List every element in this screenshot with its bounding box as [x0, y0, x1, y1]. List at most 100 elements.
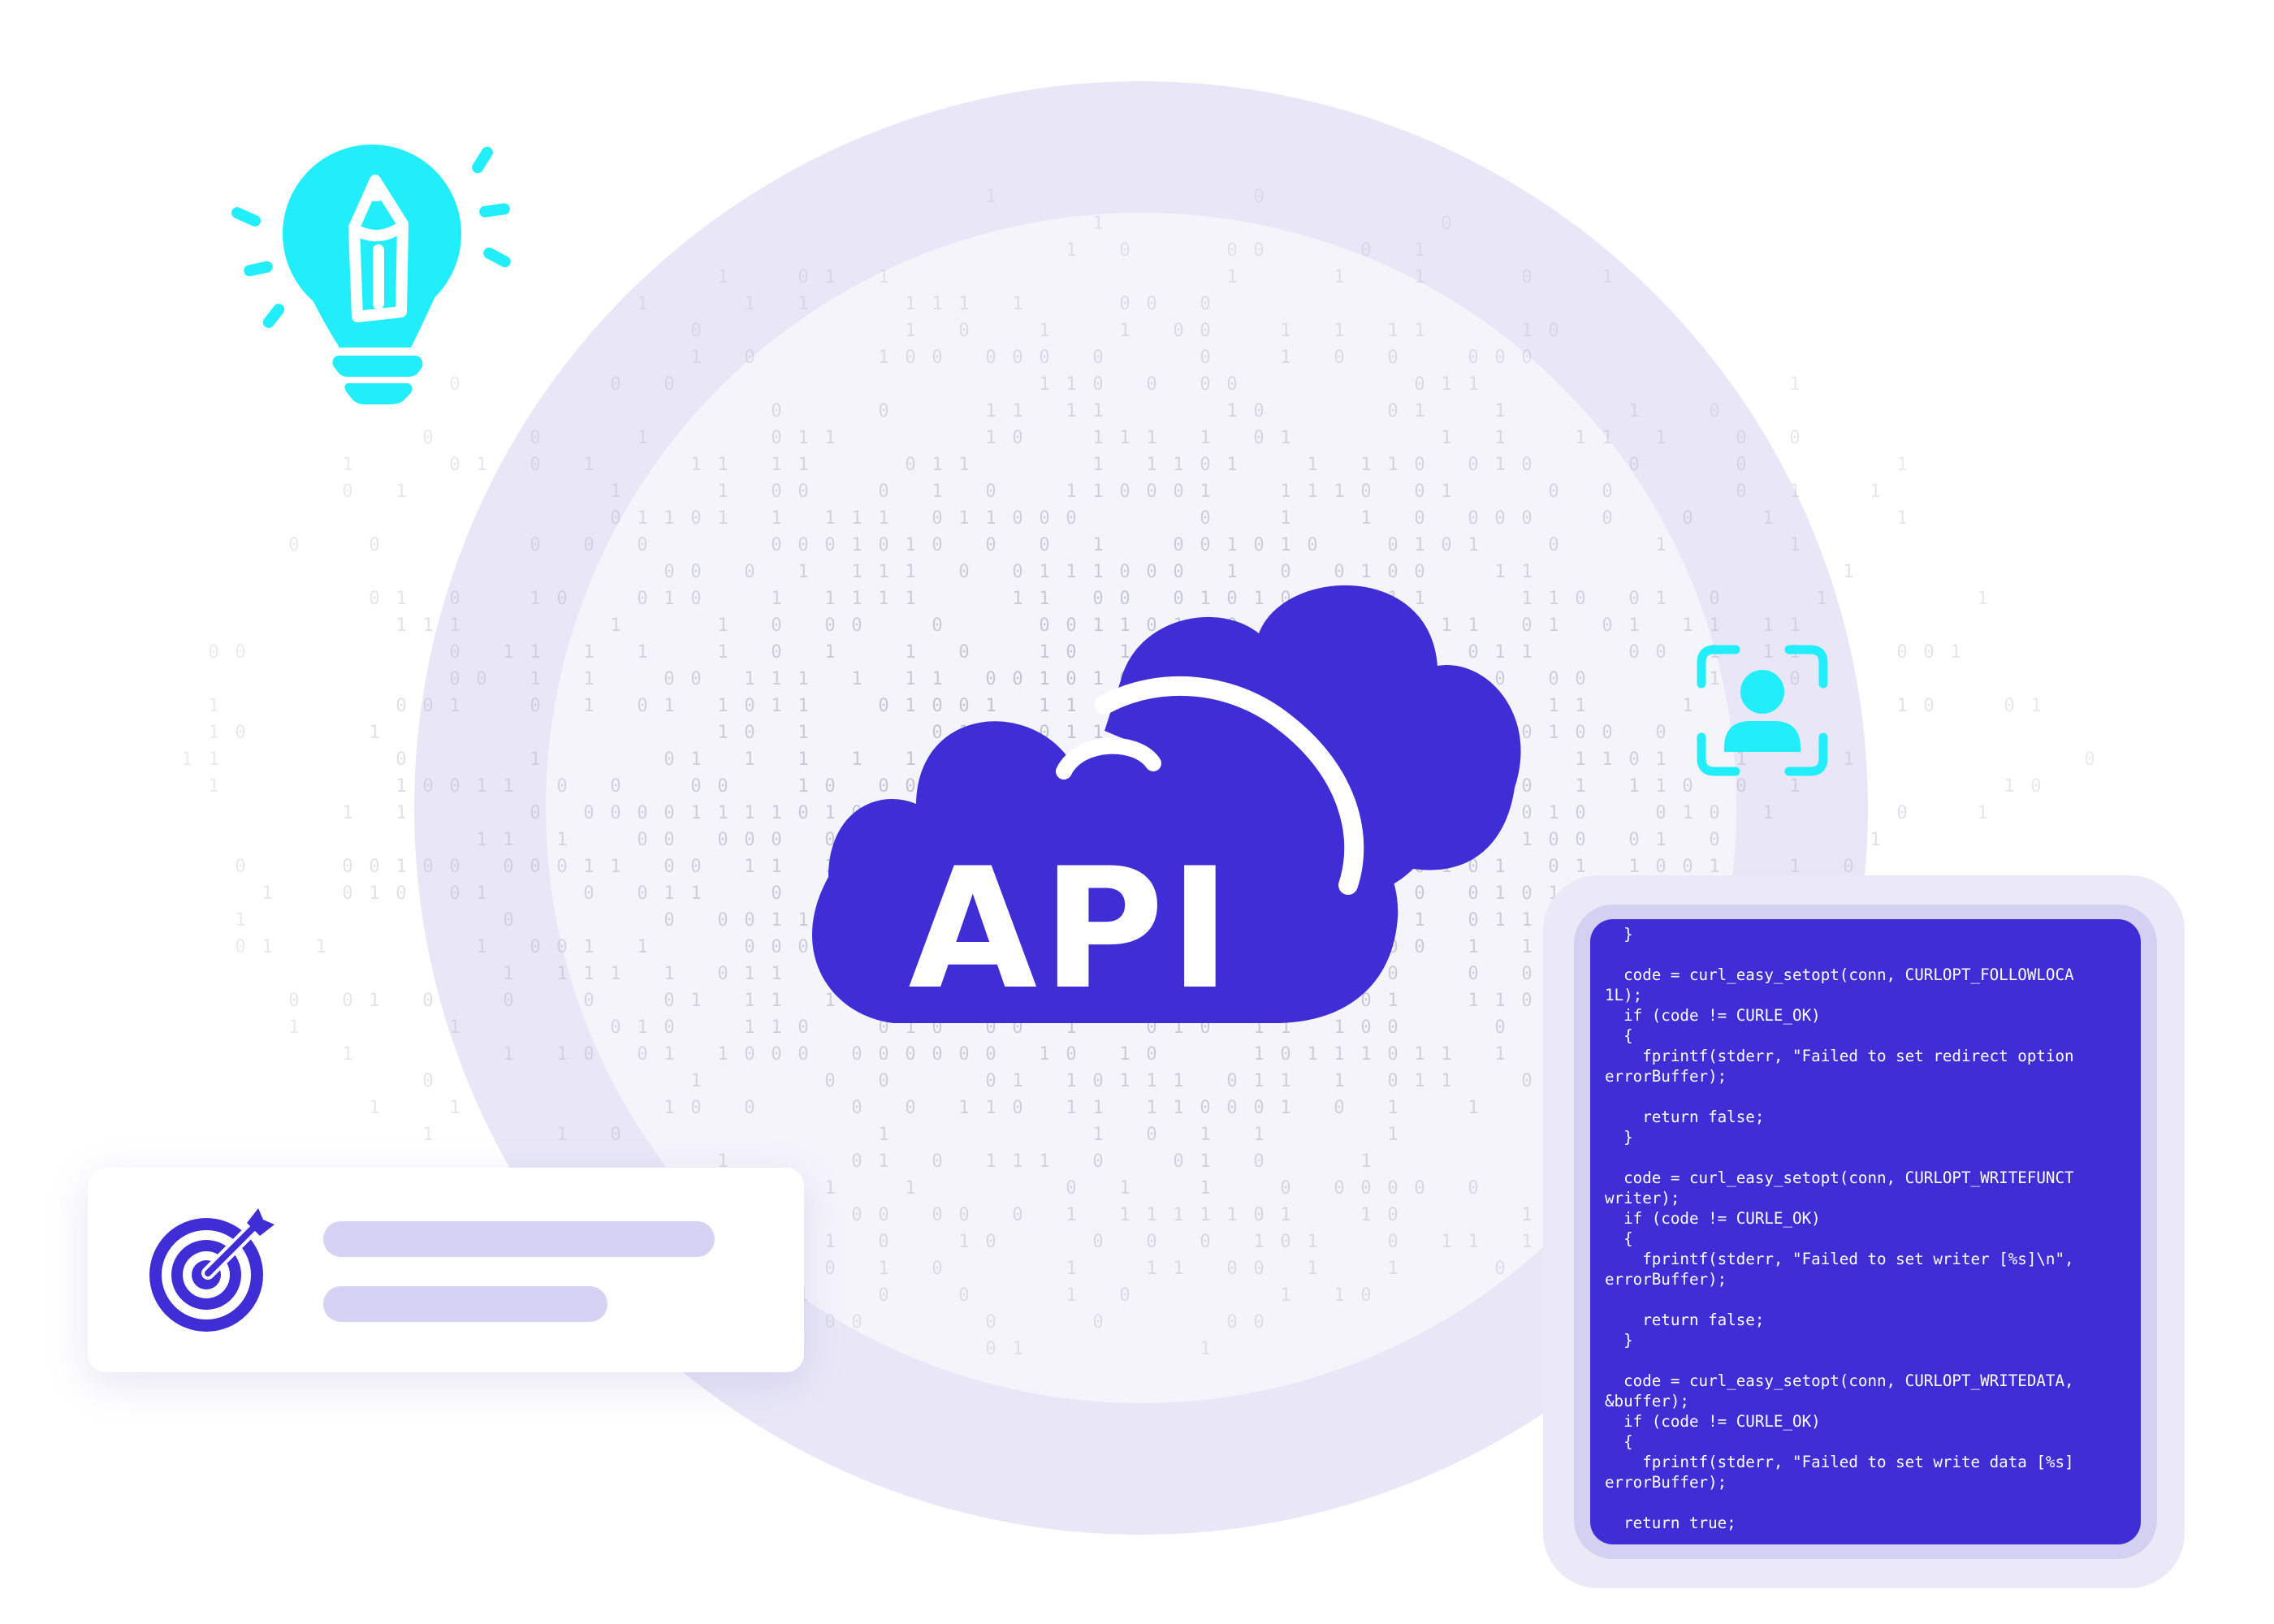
binary-digit: 0 [1066, 1178, 1076, 1199]
binary-digit: 0 [1468, 455, 1478, 475]
binary-digit: 1 [717, 696, 728, 716]
binary-digit: 0 [530, 937, 540, 957]
binary-digit: 1 [905, 749, 915, 770]
binary-digit: 1 [771, 991, 781, 1011]
binary-digit: 0 [824, 830, 835, 850]
binary-digit: 0 [985, 1071, 996, 1091]
binary-digit: 0 [932, 535, 942, 555]
binary-digit: 1 [824, 1178, 835, 1199]
binary-digit: 0 [235, 723, 245, 743]
binary-digit: 1 [1039, 1151, 1049, 1172]
binary-digit: 1 [556, 1125, 567, 1145]
binary-digit: 1 [1092, 455, 1103, 475]
api-label: API [908, 833, 1236, 1026]
binary-digit: 0 [985, 1339, 996, 1359]
binary-digit: 1 [1146, 428, 1156, 448]
binary-digit: 0 [369, 857, 379, 877]
binary-digit: 0 [744, 937, 754, 957]
binary-digit: 1 [1119, 615, 1130, 636]
binary-digit: 0 [1360, 991, 1371, 1011]
binary-digit: 1 [824, 991, 835, 1011]
binary-digit: 1 [1682, 696, 1693, 716]
binary-digit: 1 [1789, 776, 1800, 797]
binary-digit: 0 [1280, 1178, 1290, 1199]
binary-digit: 1 [744, 749, 754, 770]
binary-digit: 1 [1092, 428, 1103, 448]
binary-digit: 0 [1602, 723, 1612, 743]
binary-digit: 0 [958, 321, 969, 341]
binary-digit: 0 [744, 830, 754, 850]
binary-digit: 0 [449, 857, 460, 877]
binary-digit: 1 [637, 1017, 647, 1038]
binary-digit: 1 [1843, 562, 1853, 582]
binary-digit: 0 [932, 696, 942, 716]
binary-digit: 1 [905, 589, 915, 609]
binary-digit: 1 [2004, 776, 2014, 797]
binary-digit: 0 [610, 508, 620, 529]
binary-digit: 1 [1414, 1044, 1424, 1065]
binary-digit: 0 [556, 776, 567, 797]
binary-digit: 0 [1575, 830, 1585, 850]
binary-digit: 1 [1602, 267, 1612, 287]
binary-digit: 1 [1441, 1232, 1451, 1252]
binary-digit: 0 [556, 857, 567, 877]
target-icon [149, 1208, 275, 1332]
binary-digit: 1 [1066, 1098, 1076, 1118]
binary-digit: 0 [985, 1312, 996, 1332]
binary-digit: 1 [1494, 883, 1505, 904]
binary-digit: 1 [744, 803, 754, 823]
binary-digit: 1 [1548, 615, 1559, 636]
binary-digit: 1 [262, 937, 272, 957]
binary-digit: 0 [610, 1017, 620, 1038]
binary-digit: 0 [905, 455, 915, 475]
binary-digit: 0 [1226, 374, 1237, 395]
binary-digit: 0 [664, 830, 674, 850]
binary-digit: 0 [1253, 240, 1264, 261]
binary-digit: 0 [1602, 615, 1612, 636]
binary-digit: 0 [1521, 964, 1532, 984]
binary-digit: 1 [1494, 910, 1505, 931]
binary-digit: 0 [530, 535, 540, 555]
binary-digit: 0 [1334, 1098, 1344, 1118]
binary-digit: 1 [1521, 1205, 1532, 1225]
binary-digit: 1 [503, 964, 513, 984]
binary-digit: 1 [369, 991, 379, 1011]
binary-digit: 1 [1709, 857, 1719, 877]
binary-digit: 0 [208, 642, 218, 663]
binary-digit: 1 [583, 857, 594, 877]
binary-digit: 0 [1628, 749, 1639, 770]
binary-digit: 1 [583, 937, 594, 957]
binary-digit: 0 [1066, 615, 1076, 636]
binary-digit: 1 [1360, 508, 1371, 529]
binary-digit: 1 [208, 776, 218, 797]
binary-digit: 0 [1789, 669, 1800, 689]
binary-digit: 0 [1602, 508, 1612, 529]
binary-digit: 1 [878, 267, 888, 287]
binary-digit: 1 [1012, 589, 1022, 609]
binary-digit: 0 [2030, 776, 2041, 797]
binary-digit: 0 [1066, 642, 1076, 663]
binary-digit: 0 [878, 1044, 888, 1065]
binary-digit: 0 [1253, 535, 1264, 555]
binary-digit: 1 [932, 669, 942, 689]
binary-digit: 0 [664, 910, 674, 931]
binary-digit: 0 [1146, 615, 1156, 636]
binary-digit: 1 [798, 294, 808, 314]
binary-digit: 1 [1387, 321, 1398, 341]
binary-digit: 0 [1253, 401, 1264, 421]
binary-digit: 1 [1789, 535, 1800, 555]
binary-digit: 1 [422, 1125, 433, 1145]
binary-digit: 1 [449, 696, 460, 716]
binary-digit: 1 [1521, 910, 1532, 931]
binary-digit: 0 [530, 696, 540, 716]
binary-digit: 1 [744, 991, 754, 1011]
binary-digit: 1 [798, 455, 808, 475]
binary-digit: 1 [905, 642, 915, 663]
binary-digit: 1 [664, 508, 674, 529]
binary-digit: 1 [717, 723, 728, 743]
binary-digit: 1 [1789, 482, 1800, 502]
binary-digit: 1 [771, 589, 781, 609]
binary-digit: 1 [798, 749, 808, 770]
binary-digit: 0 [985, 669, 996, 689]
binary-digit: 1 [1039, 562, 1049, 582]
